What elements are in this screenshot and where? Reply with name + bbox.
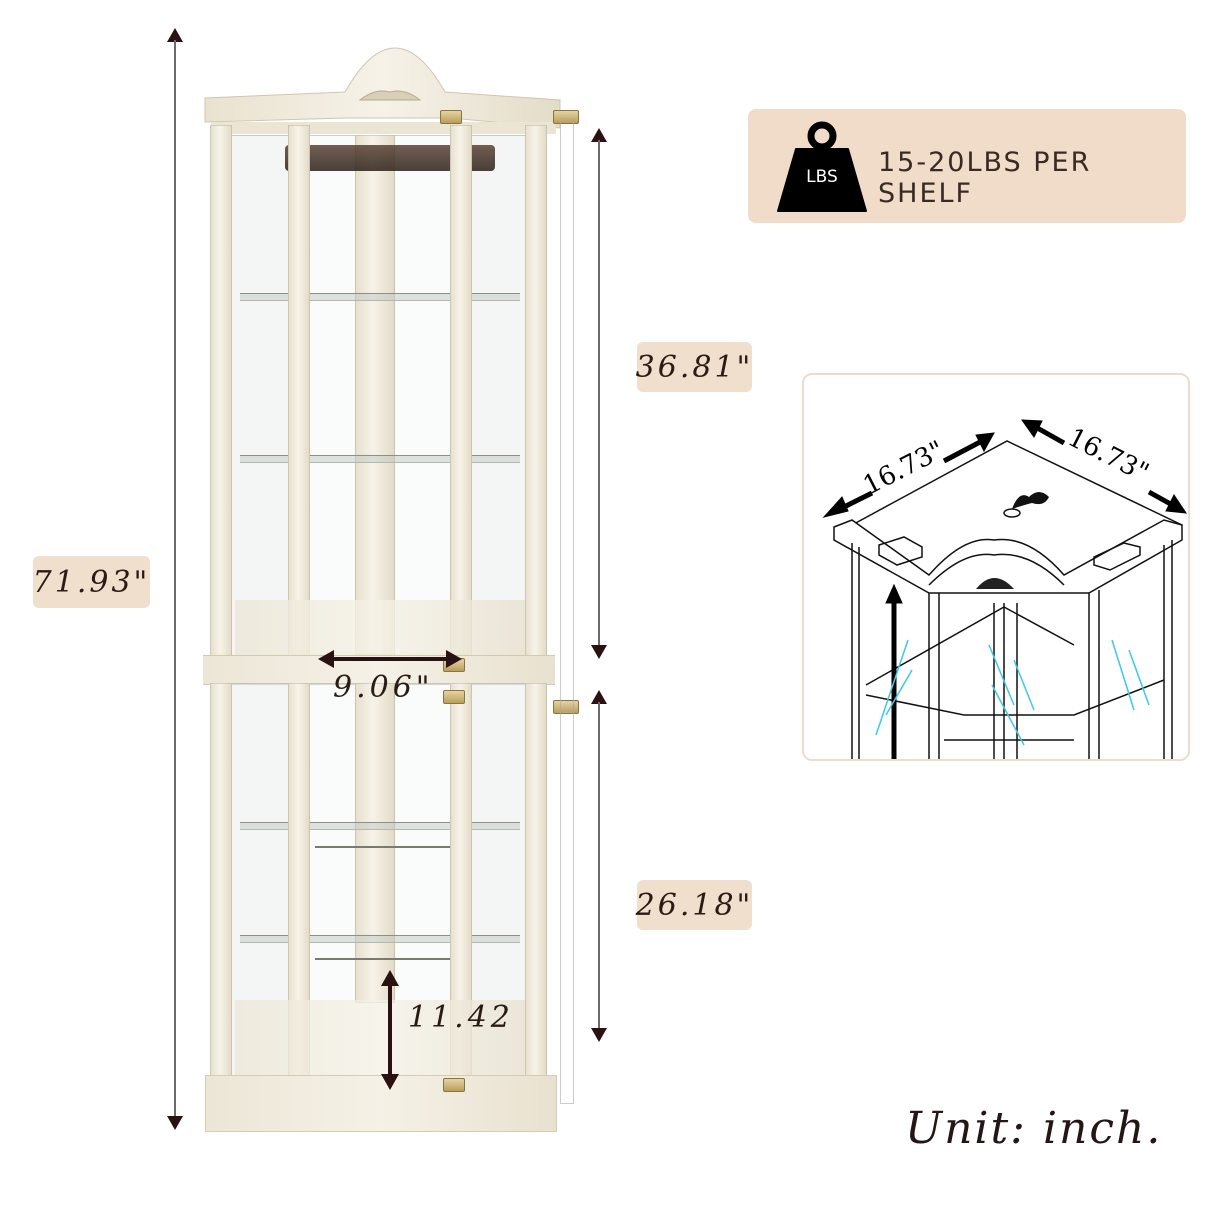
door-handle[interactable] — [553, 700, 579, 714]
lower-shelf-2-edge — [315, 958, 455, 960]
lower-floor — [235, 1000, 525, 1080]
total-height-value: 71.93" — [32, 564, 151, 600]
arrow-left-icon — [318, 650, 334, 668]
arrow-down-icon — [381, 1074, 399, 1090]
arrow-up-icon — [591, 128, 607, 142]
unit-note: Unit: inch. — [905, 1103, 1163, 1154]
right-front-post-lower — [450, 683, 472, 1078]
weight-capacity-badge: LBS 15-20LBS PER SHELF — [748, 109, 1186, 223]
dimension-line — [174, 40, 176, 1118]
upper-height-label: 36.81" — [635, 342, 754, 392]
arrow-down-icon — [591, 645, 607, 659]
upper-floor — [235, 600, 525, 655]
arrow-up-icon — [381, 970, 399, 986]
arrow-down-icon — [591, 1028, 607, 1042]
weight-icon-label: LBS — [806, 167, 838, 187]
dimension-line — [388, 984, 392, 1076]
top-view-diagram: 16.73" 16.73" — [802, 373, 1190, 761]
left-front-post-lower — [288, 683, 310, 1078]
upper-height-value: 36.81" — [635, 349, 754, 385]
lower-shelf-1-edge — [315, 846, 455, 848]
cabinet-illustration — [195, 40, 580, 1140]
lower-shelf-2 — [240, 935, 520, 943]
right-outer-post-lower — [525, 683, 547, 1078]
hinge — [440, 110, 462, 124]
hinge — [443, 690, 465, 704]
weight-capacity-text: 15-20LBS PER SHELF — [878, 147, 1092, 209]
weight-icon — [777, 121, 867, 212]
front-width-label: 9.06" — [333, 670, 434, 705]
open-door-lower[interactable] — [560, 712, 574, 1104]
back-corner-post — [355, 135, 395, 655]
open-door-upper[interactable] — [560, 118, 574, 710]
upper-left-glass-panel — [230, 135, 292, 657]
hinge — [443, 1078, 465, 1092]
lower-height-label: 26.18" — [635, 880, 754, 930]
upper-shelf-1 — [240, 293, 520, 301]
side-width-left-label: 16.73" — [859, 435, 950, 501]
dimension-line — [598, 140, 600, 650]
left-front-post — [288, 125, 310, 665]
back-corner-post-lower — [355, 683, 395, 1003]
upper-shelf-2 — [240, 455, 520, 463]
dimension-line — [330, 657, 448, 661]
right-front-post — [450, 125, 472, 665]
dimension-line — [598, 702, 600, 1032]
arrow-right-icon — [446, 650, 462, 668]
total-height-label: 71.93" — [33, 556, 150, 608]
arrow-up-icon — [167, 28, 183, 42]
corner-cabinet-line-drawing: 16.73" 16.73" — [822, 419, 1188, 759]
arrow-up-icon — [591, 690, 607, 704]
upper-right-glass-panel — [465, 135, 527, 657]
cabinet-crown — [204, 47, 561, 134]
lower-shelf-1 — [240, 822, 520, 830]
door-handle[interactable] — [553, 110, 579, 124]
arrow-down-icon — [167, 1116, 183, 1130]
right-outer-post — [525, 125, 547, 665]
side-width-right-label: 16.73" — [1063, 423, 1154, 489]
lower-height-value: 26.18" — [635, 887, 754, 923]
bottom-clearance-label: 11.42 — [408, 1000, 514, 1035]
left-outer-post-lower — [210, 683, 232, 1078]
left-outer-post — [210, 125, 232, 665]
